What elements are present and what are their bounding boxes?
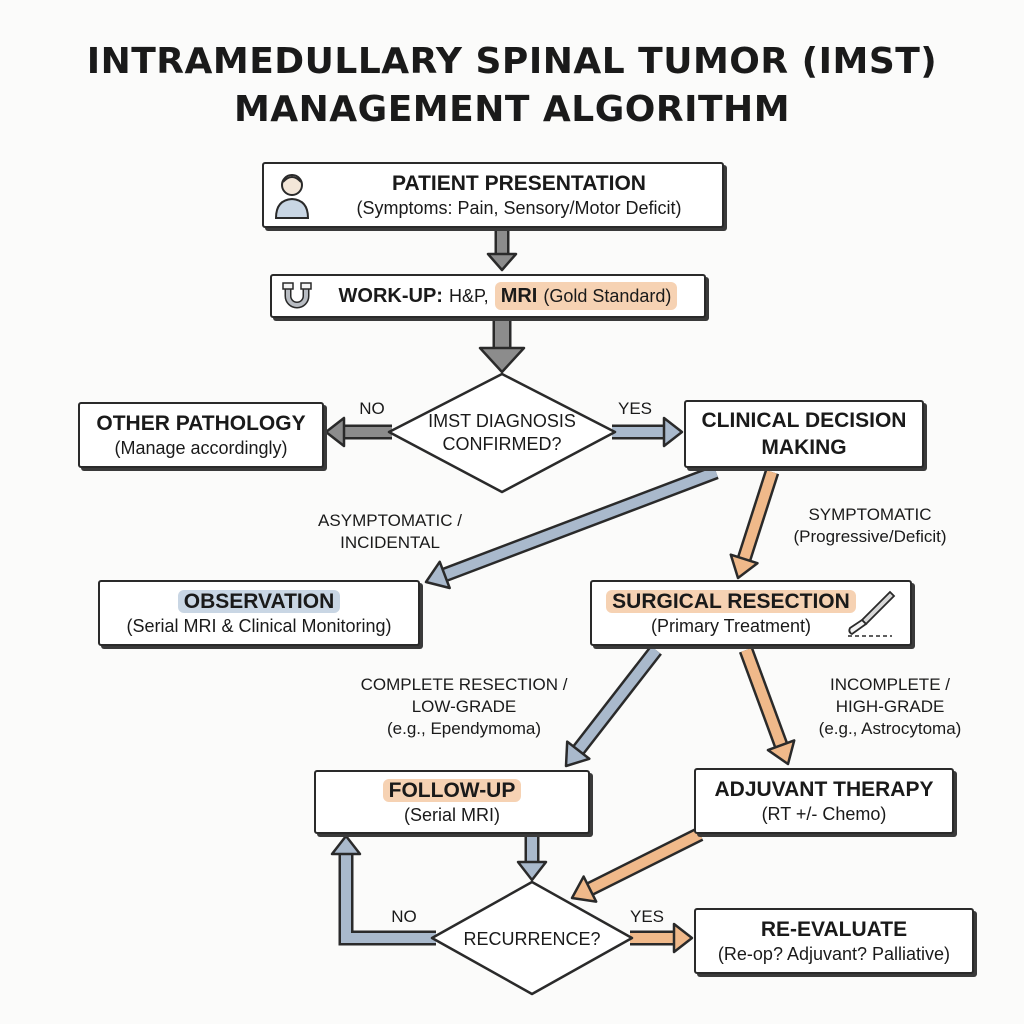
symptomatic-line-1: SYMPTOMATIC	[808, 505, 932, 524]
follow-up-sub: (Serial MRI)	[403, 805, 500, 825]
surgical-resection-box: SURGICAL RESECTION (Primary Treatment)	[590, 580, 912, 646]
diagnosis-no-label: NO	[359, 399, 385, 418]
asymptomatic-line-1: ASYMPTOMATIC /	[318, 511, 462, 530]
work-up-box: WORK-UP: H&P, MRI (Gold Standard)	[270, 274, 706, 318]
presentation-sub: (Symptoms: Pain, Sensory/Motor Deficit)	[356, 198, 682, 218]
page-title: INTRAMEDULLARY SPINAL TUMOR (IMST) MANAG…	[0, 38, 1024, 134]
arrow-surgical-adjuvant-head	[766, 739, 796, 766]
arrow-clinical-surgical-head	[729, 553, 759, 580]
complete-line-3: (e.g., Ependymoma)	[386, 719, 541, 738]
asymptomatic-label: ASYMPTOMATIC / INCIDENTAL	[300, 510, 480, 554]
surgical-resection-sub: (Primary Treatment)	[650, 616, 812, 636]
symptomatic-line-2: (Progressive/Deficit)	[793, 527, 947, 546]
workup-text: H&P,	[448, 285, 489, 306]
recurrence-yes-label: YES	[629, 907, 665, 926]
arrow-diagnosis-clinical-head	[662, 416, 684, 448]
arrow-adjuvant-recurrence-head	[570, 875, 598, 903]
arrow-recurrence-reevaluate-head	[672, 922, 694, 954]
diagnosis-question: IMST DIAGNOSIS CONFIRMED?	[410, 410, 594, 456]
arrow-diagnosis-other-head	[324, 416, 346, 448]
arrow-surgical-followup-head	[564, 740, 591, 768]
title-line-2: MANAGEMENT ALGORITHM	[233, 89, 791, 130]
complete-resection-label: COMPLETE RESECTION / LOW-GRADE (e.g., Ep…	[344, 674, 584, 740]
title-line-1: INTRAMEDULLARY SPINAL TUMOR (IMST)	[86, 41, 938, 82]
symptomatic-label: SYMPTOMATIC (Progressive/Deficit)	[770, 504, 970, 548]
adjuvant-sub: (RT +/- Chemo)	[761, 804, 887, 824]
re-evaluate-box: RE-EVALUATE (Re-op? Adjuvant? Palliative…	[694, 908, 974, 974]
workup-prefix: WORK-UP:	[338, 284, 443, 307]
asymptomatic-line-2: INCIDENTAL	[340, 533, 440, 552]
arrow-recurrence-followup-shaft	[341, 854, 436, 943]
complete-line-2: LOW-GRADE	[411, 697, 517, 716]
observation-box: OBSERVATION (Serial MRI & Clinical Monit…	[98, 580, 420, 646]
other-pathology-sub: (Manage accordingly)	[114, 438, 288, 458]
diagnosis-yes-label: YES	[617, 399, 653, 418]
incomplete-line-2: HIGH-GRADE	[835, 697, 945, 716]
observation-heading: OBSERVATION	[177, 590, 341, 613]
arrow-followup-recurrence-head	[516, 860, 548, 882]
incomplete-line-3: (e.g., Astrocytoma)	[818, 719, 962, 738]
workup-gold-standard: (Gold Standard)	[543, 285, 672, 306]
re-evaluate-heading: RE-EVALUATE	[760, 918, 908, 941]
follow-up-box: FOLLOW-UP (Serial MRI)	[314, 770, 590, 834]
recurrence-no-label: NO	[391, 907, 417, 926]
adjuvant-therapy-box: ADJUVANT THERAPY (RT +/- Chemo)	[694, 768, 954, 834]
surgical-resection-heading: SURGICAL RESECTION	[606, 590, 856, 613]
clinical-decision-box: CLINICAL DECISION MAKING	[684, 400, 924, 468]
arrow-clinical-surgical-shaft	[739, 470, 777, 561]
arrow-clinical-observation-shaft	[442, 467, 718, 580]
clinical-decision-line-1: CLINICAL DECISION	[701, 409, 907, 432]
diagnosis-diamond	[387, 372, 617, 494]
other-pathology-box: OTHER PATHOLOGY (Manage accordingly)	[78, 402, 324, 468]
workup-mri: MRI	[500, 284, 538, 307]
diagnosis-line-2: CONFIRMED?	[442, 434, 562, 454]
arrow-presentation-workup-head	[486, 252, 518, 272]
scalpel-icon	[848, 590, 896, 637]
recurrence-diamond	[430, 880, 634, 996]
presentation-heading: PATIENT PRESENTATION	[392, 172, 646, 195]
arrow-surgical-adjuvant-shaft	[741, 648, 786, 747]
incomplete-label: INCOMPLETE / HIGH-GRADE (e.g., Astrocyto…	[790, 674, 990, 740]
follow-up-heading: FOLLOW-UP	[382, 779, 522, 802]
diagnosis-line-1: IMST DIAGNOSIS	[428, 411, 576, 431]
arrow-adjuvant-recurrence-shaft	[587, 829, 703, 894]
other-pathology-heading: OTHER PATHOLOGY	[96, 412, 306, 435]
incomplete-line-1: INCOMPLETE /	[830, 675, 950, 694]
magnet-icon	[282, 282, 312, 309]
arrow-clinical-observation-head	[424, 560, 451, 590]
arrow-recurrence-followup-head	[330, 834, 362, 856]
arrow-workup-diagnosis-head	[478, 346, 526, 374]
clinical-decision-line-2: MAKING	[761, 436, 847, 459]
patient-icon	[274, 174, 310, 219]
recurrence-question: RECURRENCE?	[463, 929, 601, 949]
arrow-surgical-followup-shaft	[574, 646, 660, 754]
complete-line-1: COMPLETE RESECTION /	[360, 675, 568, 694]
re-evaluate-sub: (Re-op? Adjuvant? Palliative)	[717, 944, 951, 964]
observation-sub: (Serial MRI & Clinical Monitoring)	[126, 616, 392, 636]
patient-presentation-box: PATIENT PRESENTATION (Symptoms: Pain, Se…	[262, 162, 724, 228]
adjuvant-heading: ADJUVANT THERAPY	[714, 778, 934, 801]
